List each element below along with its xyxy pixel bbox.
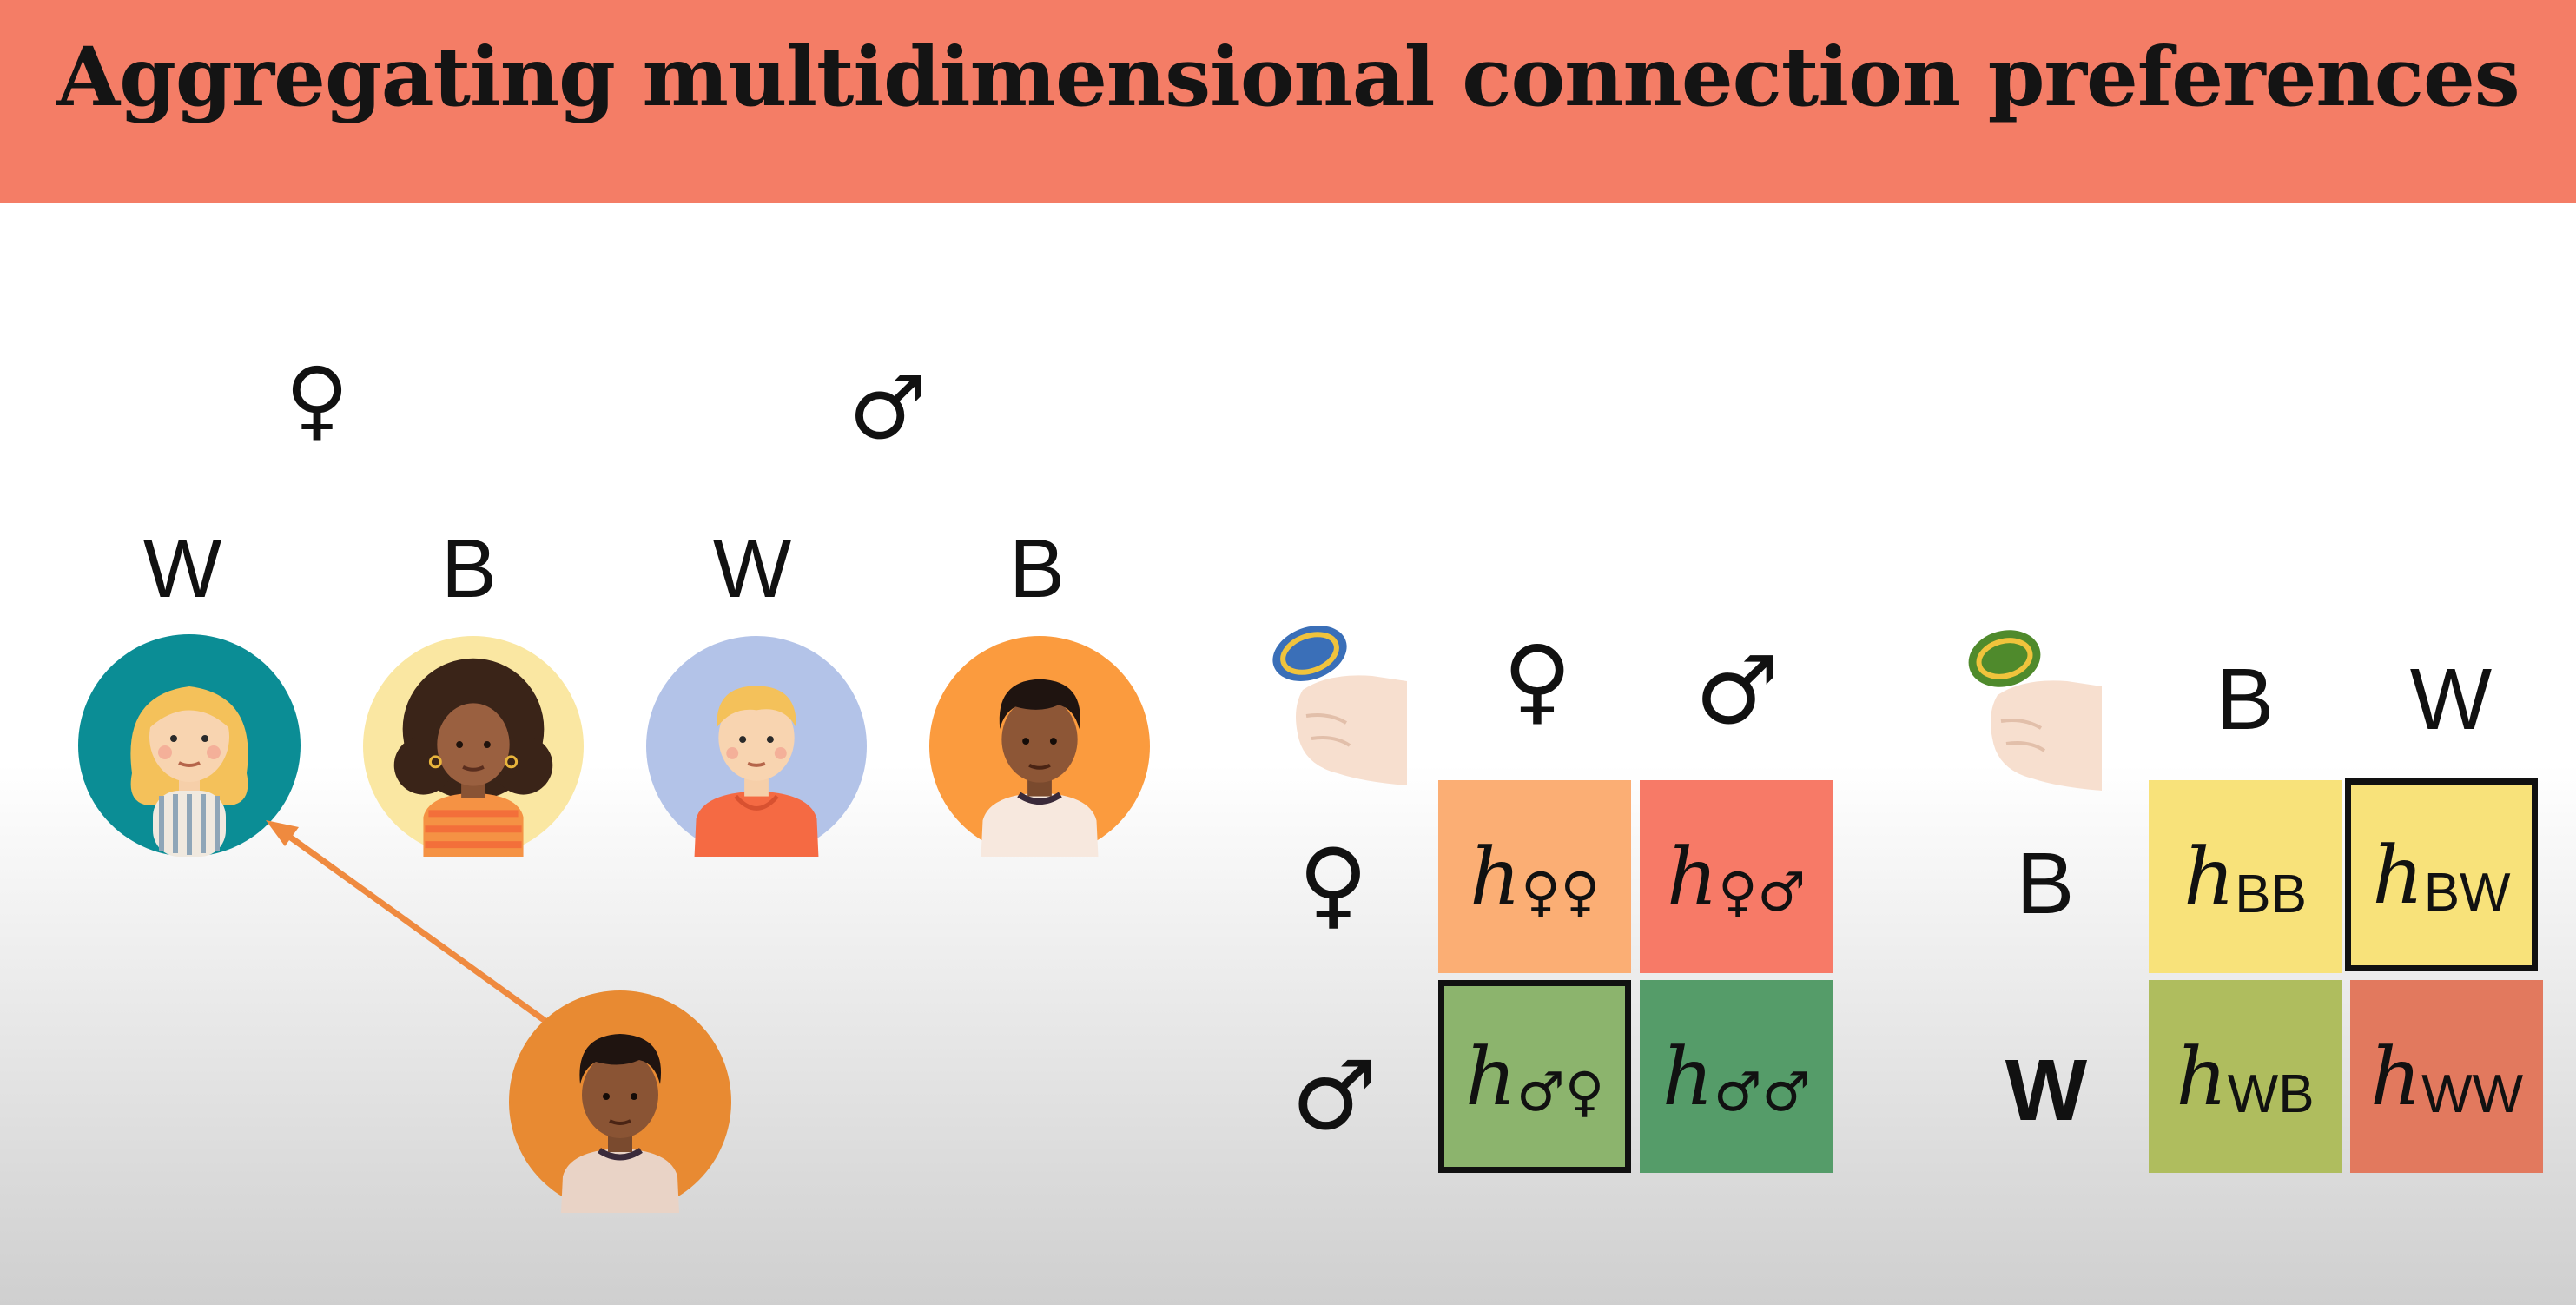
race-col-header-b: B xyxy=(2216,651,2275,748)
gender-row-header-male: ♂ xyxy=(1291,1040,1377,1151)
avatar-black-woman xyxy=(363,636,584,857)
group-label-1: W xyxy=(142,522,222,615)
gender-cell-mf-selected: h♂♀ xyxy=(1438,980,1631,1173)
race-row-header-b: B xyxy=(2016,835,2075,932)
gender-cell-mm: h♂♂ xyxy=(1640,980,1833,1173)
title-banner: Aggregating multidimensional connection … xyxy=(0,0,2576,203)
group-label-3: W xyxy=(712,522,792,615)
avatar-white-woman xyxy=(78,634,301,857)
race-col-header-w: W xyxy=(2409,651,2493,748)
coin-hand-icon xyxy=(1968,630,2102,791)
gender-col-header-female: ♀ xyxy=(1503,626,1572,735)
avatar-black-man xyxy=(929,636,1150,857)
gender-col-header-male: ♂ xyxy=(1694,637,1780,745)
avatar-new-node xyxy=(509,990,731,1213)
avatar-white-man xyxy=(646,636,867,857)
group-label-4: B xyxy=(1008,522,1066,615)
male-label: ♂ xyxy=(849,357,927,459)
gender-cell-ff: h♀♀ xyxy=(1438,780,1631,973)
gender-row-header-female: ♀ xyxy=(1298,828,1369,939)
slide-title: Aggregating multidimensional connection … xyxy=(56,30,2520,125)
coin-hand-icon xyxy=(1272,626,1407,785)
group-label-2: B xyxy=(440,522,498,615)
female-label: ♀ xyxy=(285,348,349,450)
race-row-header-w: W xyxy=(2005,1042,2088,1139)
gender-cell-fm: h♀♂ xyxy=(1640,780,1833,973)
